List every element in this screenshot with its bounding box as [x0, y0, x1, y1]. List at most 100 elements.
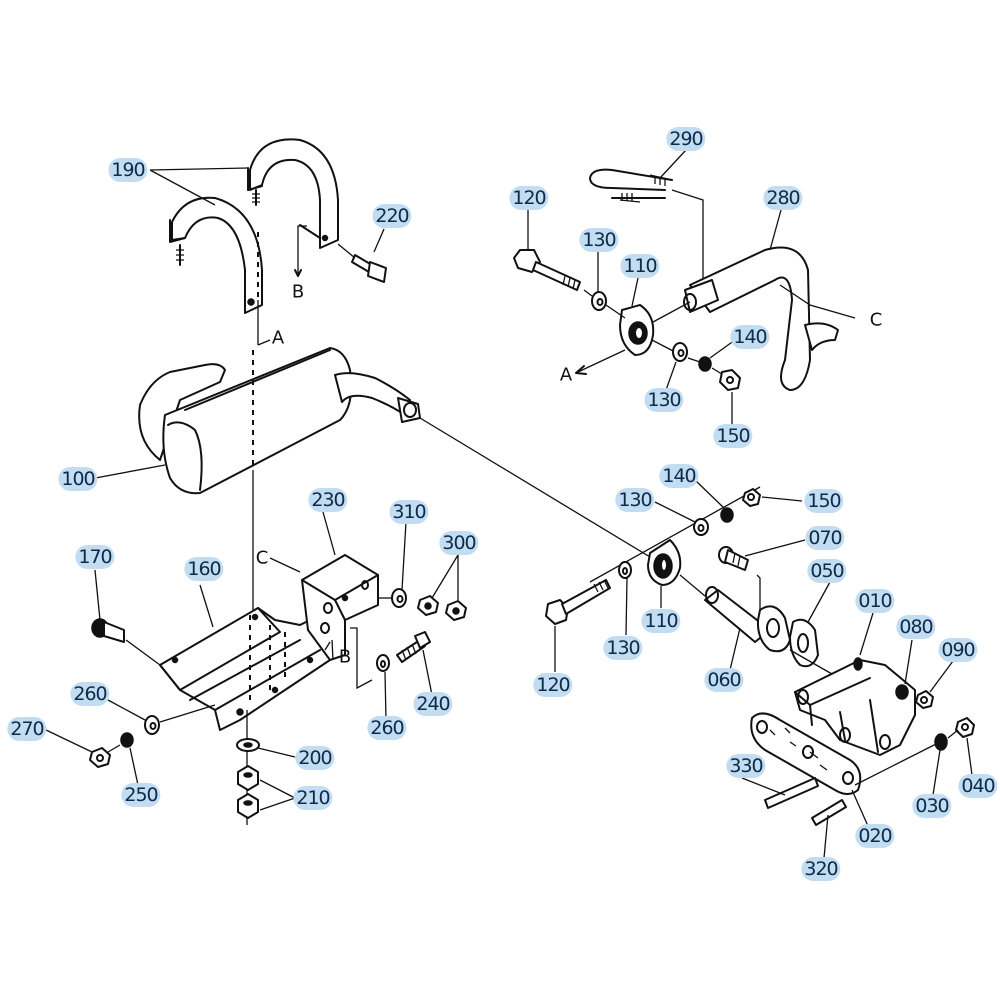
part-label-110-bottom[interactable]: 110 — [641, 609, 681, 633]
spring-washer-030[interactable] — [934, 733, 948, 751]
muffler[interactable] — [138, 347, 421, 495]
clamp-band-rear[interactable] — [247, 138, 339, 249]
bolt-120-bottom[interactable] — [545, 579, 611, 625]
leader-130-low — [625, 577, 628, 636]
part-label-040[interactable]: 040 — [958, 774, 998, 798]
bolt-070[interactable] — [718, 546, 749, 571]
part-label-240[interactable]: 240 — [413, 692, 453, 716]
ref-line-c-top — [779, 284, 856, 319]
part-label-200[interactable]: 200 — [295, 746, 335, 770]
part-label-220[interactable]: 220 — [372, 204, 412, 228]
part-label-270[interactable]: 270 — [7, 717, 47, 741]
leader-150-right — [761, 496, 803, 502]
washer-260-right[interactable] — [376, 654, 390, 672]
ref-line-290 — [671, 189, 704, 280]
part-label-300[interactable]: 300 — [439, 531, 479, 555]
part-label-230[interactable]: 230 — [308, 488, 348, 512]
part-label-130-top[interactable]: 130 — [579, 228, 619, 252]
leader-140-top — [709, 339, 736, 359]
stud-320[interactable] — [811, 799, 847, 826]
part-label-250[interactable]: 250 — [121, 783, 161, 807]
washer-130-mid[interactable] — [672, 342, 688, 362]
spring-washer-140-right[interactable] — [720, 507, 734, 523]
leader-020 — [851, 789, 869, 827]
nut-040[interactable] — [955, 717, 975, 738]
part-label-080[interactable]: 080 — [896, 615, 936, 639]
nut-090[interactable] — [915, 690, 934, 709]
part-label-260-left[interactable]: 260 — [70, 682, 110, 706]
nut-210-b[interactable] — [237, 793, 259, 819]
part-label-050[interactable]: 050 — [807, 559, 847, 583]
part-label-070[interactable]: 070 — [805, 526, 845, 550]
pipe-clamp-110-top[interactable] — [619, 304, 655, 356]
part-label-210[interactable]: 210 — [293, 786, 333, 810]
spring-washer-140-top[interactable] — [698, 356, 712, 372]
exhaust-pipe-280[interactable] — [683, 246, 839, 391]
nut-300-b[interactable] — [445, 600, 467, 621]
leader-140-right — [694, 479, 725, 509]
clamp-band-front[interactable] — [169, 196, 263, 314]
part-label-110-top[interactable]: 110 — [620, 254, 660, 278]
washer-200[interactable] — [236, 738, 260, 752]
bolt-220[interactable] — [337, 243, 387, 283]
part-label-130-mid[interactable]: 130 — [644, 388, 684, 412]
part-label-030[interactable]: 030 — [912, 794, 952, 818]
part-label-320[interactable]: 320 — [801, 857, 841, 881]
part-label-160[interactable]: 160 — [184, 557, 224, 581]
nut-270[interactable] — [89, 747, 111, 768]
part-label-120-bottom[interactable]: 120 — [533, 673, 573, 697]
spring-washer-250[interactable] — [120, 732, 134, 748]
muffler-stay-160[interactable] — [159, 607, 331, 731]
part-label-280[interactable]: 280 — [763, 186, 803, 210]
leader-030 — [932, 749, 941, 796]
bolt-170[interactable] — [91, 618, 125, 643]
washer-130-low[interactable] — [618, 561, 632, 579]
pipe-clamp-110-bottom[interactable] — [647, 539, 682, 586]
nut-300-a[interactable] — [417, 595, 439, 616]
washer-130-top[interactable] — [591, 291, 607, 311]
leader-240 — [422, 649, 433, 696]
part-label-190[interactable]: 190 — [108, 158, 148, 182]
leader-040 — [966, 737, 973, 776]
part-label-130-low[interactable]: 130 — [603, 636, 643, 660]
connector-line — [419, 417, 656, 561]
part-label-170[interactable]: 170 — [75, 545, 115, 569]
washer-310[interactable] — [391, 588, 407, 608]
part-label-150-right[interactable]: 150 — [804, 489, 844, 513]
leader-310 — [401, 521, 407, 591]
part-label-260-right[interactable]: 260 — [367, 716, 407, 740]
nut-210-a[interactable] — [237, 765, 259, 791]
part-label-140-right[interactable]: 140 — [659, 464, 699, 488]
stud-330[interactable] — [764, 777, 819, 809]
nut-150-right[interactable] — [742, 488, 761, 507]
part-label-290[interactable]: 290 — [666, 127, 706, 151]
manifold-gasket-020[interactable] — [750, 712, 862, 795]
exhaust-manifold-010[interactable] — [794, 657, 916, 756]
ref-line-b-bottom — [324, 639, 334, 661]
part-label-130-right[interactable]: 130 — [615, 488, 655, 512]
part-label-140-top[interactable]: 140 — [730, 325, 770, 349]
part-label-060[interactable]: 060 — [704, 668, 744, 692]
leader-130-mid — [665, 361, 677, 391]
part-label-330[interactable]: 330 — [726, 754, 766, 778]
ref-letter-b-top: B — [291, 281, 305, 303]
flange-plate[interactable] — [756, 605, 791, 653]
spring-washer-080[interactable] — [895, 684, 909, 700]
u-bolt-290[interactable] — [589, 168, 673, 203]
part-label-090[interactable]: 090 — [938, 638, 978, 662]
part-label-010[interactable]: 010 — [855, 589, 895, 613]
bracket-230[interactable] — [301, 554, 379, 661]
bolt-120-top[interactable] — [513, 249, 581, 291]
part-label-310[interactable]: 310 — [389, 500, 429, 524]
washer-130-right[interactable] — [693, 518, 709, 536]
washer-260-left[interactable] — [144, 715, 160, 735]
nut-150-top[interactable] — [719, 369, 741, 391]
part-label-100[interactable]: 100 — [58, 467, 98, 491]
gasket-050[interactable] — [789, 618, 819, 668]
leader-010 — [859, 612, 874, 656]
bolt-240[interactable] — [396, 631, 431, 663]
part-label-120-top[interactable]: 120 — [509, 186, 549, 210]
leader-270 — [45, 729, 93, 753]
part-label-150-top[interactable]: 150 — [713, 424, 753, 448]
part-label-020[interactable]: 020 — [855, 824, 895, 848]
